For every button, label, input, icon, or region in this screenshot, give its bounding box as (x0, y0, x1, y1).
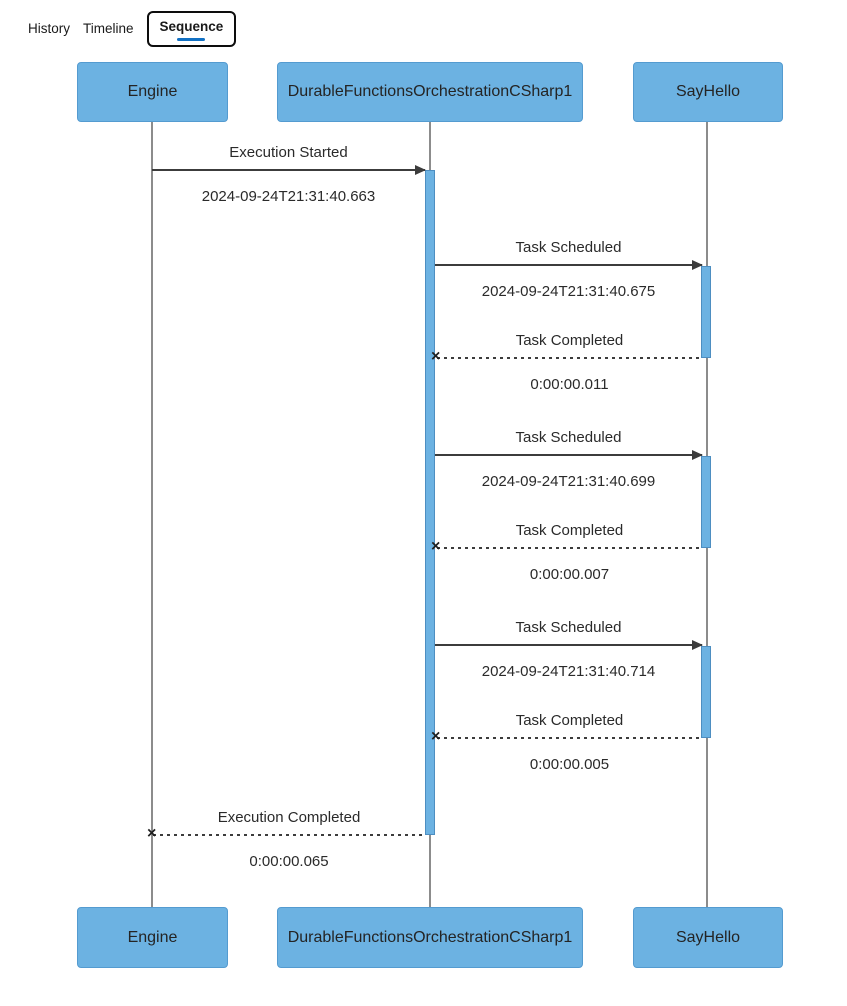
message-execution-completed: Execution Completed 0:00:00.065 (147, 809, 425, 870)
message-task-completed-3: Task Completed 0:00:00.005 (431, 712, 702, 773)
message-task-completed-1: Task Completed 0:00:00.011 (431, 332, 702, 393)
participant-sayhello-bottom: SayHello (633, 907, 783, 968)
participant-sayhello-top: SayHello (633, 62, 783, 122)
message-label: Task Completed (515, 522, 624, 539)
message-timestamp: 2024-09-24T21:31:40.663 (201, 188, 376, 205)
message-label: Execution Started (229, 144, 348, 161)
message-task-completed-2: Task Completed 0:00:00.007 (431, 522, 702, 583)
arrow-solid (435, 640, 703, 650)
message-label: Task Scheduled (515, 239, 622, 256)
participant-engine-bottom: Engine (77, 907, 228, 968)
tab-sequence-label: Sequence (159, 19, 224, 34)
activation-sayhello-3 (701, 646, 711, 738)
message-label: Task Completed (515, 712, 624, 729)
message-duration: 0:00:00.065 (249, 853, 329, 870)
view-tabs: History Timeline Sequence (28, 11, 237, 47)
active-tab-indicator (177, 38, 206, 41)
message-duration: 0:00:00.005 (529, 756, 610, 773)
activation-orchestration (425, 170, 435, 835)
message-timestamp: 2024-09-24T21:31:40.699 (481, 473, 656, 490)
message-timestamp: 2024-09-24T21:31:40.675 (481, 283, 656, 300)
message-duration: 0:00:00.007 (529, 566, 610, 583)
message-duration: 0:00:00.011 (530, 376, 609, 393)
arrow-dashed-cross (431, 537, 702, 557)
activation-sayhello-2 (701, 456, 711, 548)
lifeline-engine (151, 122, 153, 907)
activation-sayhello-1 (701, 266, 711, 358)
arrow-solid (435, 260, 703, 270)
arrow-dashed-cross (431, 347, 702, 367)
participant-orchestration-top: DurableFunctionsOrchestrationCSharp1 (277, 62, 583, 122)
tab-timeline[interactable]: Timeline (83, 21, 134, 36)
arrow-dashed-cross (147, 824, 425, 844)
message-label: Task Scheduled (515, 619, 622, 636)
message-label: Task Scheduled (515, 429, 622, 446)
arrow-dashed-cross (431, 727, 702, 747)
participant-orchestration-bottom: DurableFunctionsOrchestrationCSharp1 (277, 907, 583, 968)
message-task-scheduled-1: Task Scheduled 2024-09-24T21:31:40.675 (435, 239, 703, 300)
message-label: Execution Completed (217, 809, 361, 826)
tab-history[interactable]: History (28, 21, 71, 36)
message-execution-started: Execution Started 2024-09-24T21:31:40.66… (152, 144, 426, 205)
message-task-scheduled-3: Task Scheduled 2024-09-24T21:31:40.714 (435, 619, 703, 680)
message-label: Task Completed (515, 332, 624, 349)
arrow-solid (435, 450, 703, 460)
tab-sequence[interactable]: Sequence (146, 11, 237, 47)
arrow-solid (152, 165, 426, 175)
message-task-scheduled-2: Task Scheduled 2024-09-24T21:31:40.699 (435, 429, 703, 490)
participant-engine-top: Engine (77, 62, 228, 122)
message-timestamp: 2024-09-24T21:31:40.714 (481, 663, 656, 680)
